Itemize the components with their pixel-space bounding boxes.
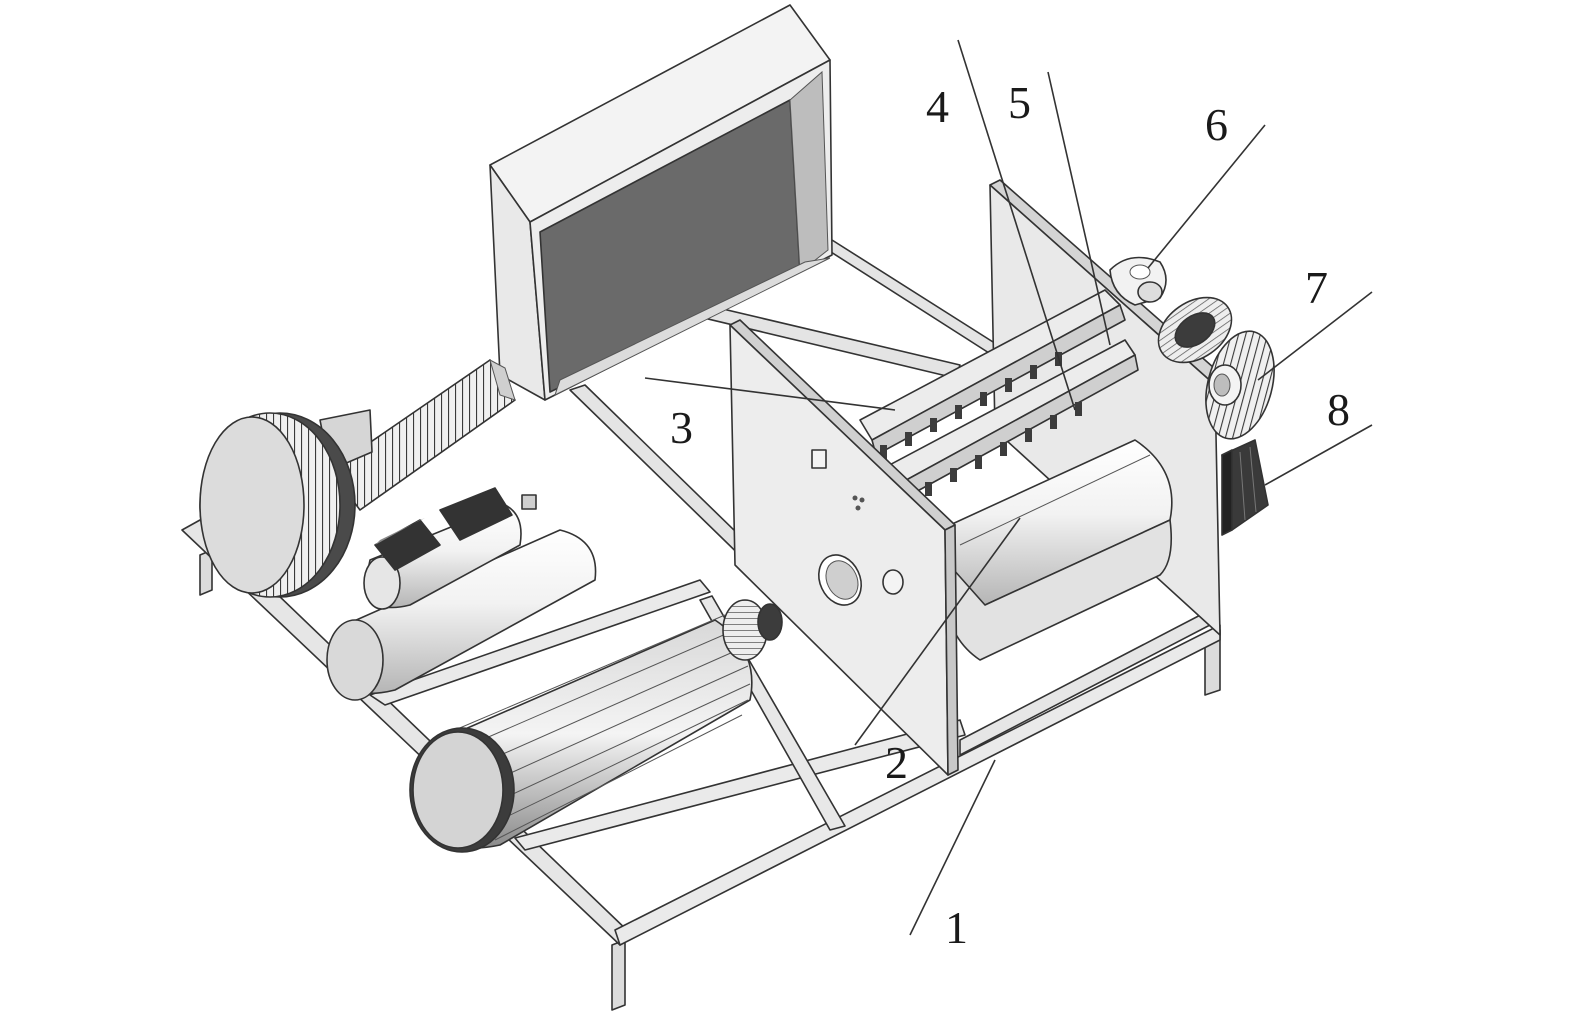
leader-6 — [1147, 124, 1266, 269]
drive-motor-bottom — [409, 599, 783, 853]
drive-motor-top — [199, 359, 516, 598]
leader-5 — [1047, 71, 1111, 346]
leader-3 — [644, 377, 896, 411]
label-3: 3 — [670, 402, 693, 453]
label-1: 1 — [945, 902, 968, 953]
leader-7 — [1257, 291, 1373, 381]
label-5: 5 — [1008, 77, 1031, 128]
leader-lines — [644, 39, 1373, 936]
label-6: 6 — [1205, 99, 1228, 150]
upper-rails — [859, 289, 1139, 509]
air-compressor — [326, 487, 597, 701]
label-4: 4 — [926, 81, 949, 132]
bevel-gears — [1157, 296, 1275, 440]
label-8: 8 — [1327, 384, 1350, 435]
callout-labels: 1 2 3 4 5 6 7 8 — [670, 77, 1350, 953]
label-2: 2 — [885, 737, 908, 788]
leader-2 — [854, 517, 1021, 746]
label-7: 7 — [1305, 262, 1328, 313]
front-side-panel — [729, 319, 959, 776]
bearing-block — [1109, 256, 1167, 306]
leader-8 — [1264, 424, 1373, 486]
leader-4 — [957, 39, 1076, 411]
leader-1 — [909, 759, 996, 936]
gearbox — [1221, 439, 1269, 536]
display-box — [489, 4, 833, 401]
